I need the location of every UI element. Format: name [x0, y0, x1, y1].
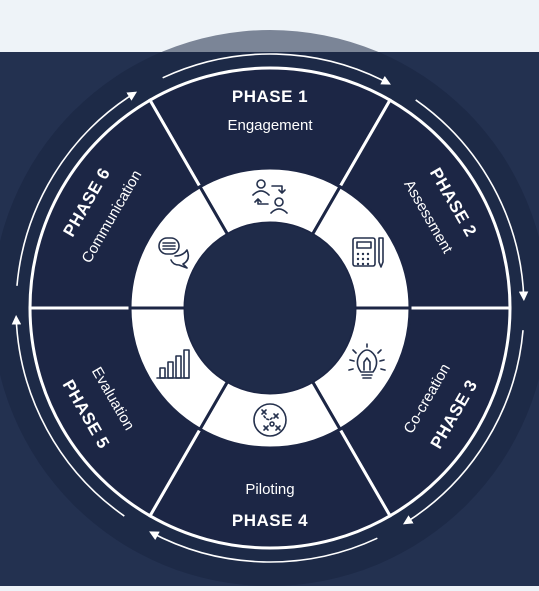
- strategy-plan-icon: [253, 403, 287, 437]
- cycle-arrow-communication: [16, 91, 138, 286]
- phase-title: PHASE 4: [232, 511, 308, 530]
- chat-bubbles-icon: [158, 237, 190, 269]
- phase-title: PHASE 1: [232, 87, 308, 106]
- cycle-arrow-evaluation: [11, 314, 125, 517]
- phase-label-engagement: PHASE 1 Engagement: [227, 87, 313, 134]
- phase-name: Engagement: [227, 117, 313, 134]
- cycle-arrow-piloting: [149, 531, 378, 563]
- center-circle: [185, 223, 355, 393]
- cycle-arrow-engagement: [162, 53, 391, 85]
- cycle-arrow-assessment: [415, 99, 529, 302]
- people-exchange-icon: [252, 179, 288, 214]
- cycle-arrow-co-creation: [402, 330, 524, 525]
- phase-label-piloting: PHASE 4 Piloting: [232, 481, 308, 530]
- calculator-clipboard-icon: [352, 237, 384, 268]
- bar-chart-icon: [156, 349, 190, 379]
- lightbulb-icon: [348, 343, 386, 379]
- phase-name: Piloting: [245, 481, 294, 498]
